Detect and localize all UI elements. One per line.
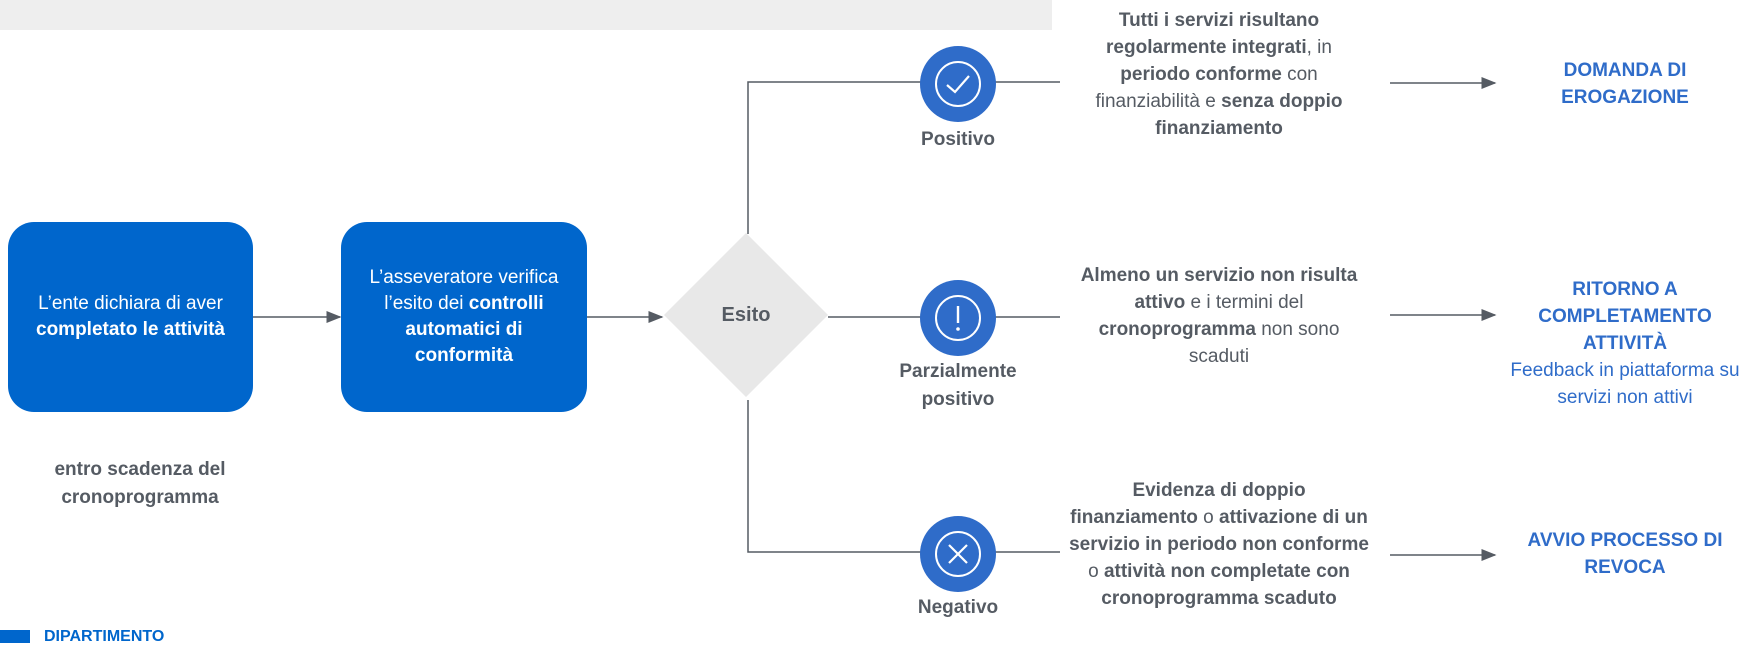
- outcome-partial-condition: Almeno un servizio non risulta attivo e …: [1069, 262, 1369, 370]
- start-step-text: L’ente dichiara di aver: [38, 293, 223, 314]
- condition-segment: o: [1197, 507, 1219, 528]
- condition-segment: attività non completate con cronoprogram…: [1101, 561, 1350, 609]
- condition-segment: Evidenza di doppio finanziamento: [1070, 480, 1306, 528]
- outcome-negative-label: Negativo: [917, 597, 999, 618]
- condition-segment: Almeno un servizio non risulta attivo: [1080, 265, 1358, 313]
- result-note: Feedback in piattaforma su servizi non a…: [1510, 360, 1740, 408]
- condition-segment: con finanziabilità e: [1095, 64, 1318, 112]
- outcome-partial-label: Parzialmente positivo: [899, 361, 1017, 410]
- result-title: AVVIO PROCESSO DI REVOCA: [1527, 530, 1723, 578]
- condition-segment: cronoprogramma: [1098, 319, 1256, 340]
- result-title: RITORNO A COMPLETAMENTO ATTIVITÀ: [1538, 279, 1712, 354]
- condition-segment: e i termini del: [1185, 292, 1304, 313]
- result-title: DOMANDA DI EROGAZIONE: [1561, 60, 1689, 108]
- check-step-box: L’asseveratore verifica l’esito dei cont…: [341, 222, 587, 412]
- outcome-negative-result: AVVIO PROCESSO DI REVOCA: [1500, 527, 1750, 581]
- outcome-negative-condition: Evidenza di doppio finanziamento o attiv…: [1069, 477, 1369, 612]
- outcome-positive-label: Positivo: [921, 129, 995, 150]
- condition-segment: Tutti i servizi risultano regolarmente i…: [1106, 10, 1320, 58]
- condition-segment: senza doppio finanziamento: [1155, 91, 1343, 139]
- x-circle-icon: [920, 516, 996, 592]
- footer-label: DIPARTIMENTO: [44, 628, 165, 645]
- footer-logo-mark: [0, 630, 30, 643]
- check-step-text: L’asseveratore verifica l’esito dei: [369, 267, 559, 314]
- condition-segment: attivazione di un servizio in periodo no…: [1069, 507, 1369, 555]
- condition-segment: , in: [1306, 37, 1332, 58]
- condition-segment: periodo conforme: [1120, 64, 1282, 85]
- start-step-bold: completato le attività: [36, 319, 225, 340]
- check-icon: [920, 46, 996, 122]
- outcome-positive-result: DOMANDA DI EROGAZIONE: [1500, 57, 1750, 111]
- exclamation-icon: [920, 280, 996, 356]
- condition-segment: o: [1088, 561, 1104, 582]
- start-step-box: L’ente dichiara di aver completato le at…: [8, 222, 253, 412]
- outcome-positive-condition: Tutti i servizi risultano regolarmente i…: [1069, 7, 1369, 142]
- check-step-bold: controlli automatici di conformità: [405, 293, 544, 366]
- condition-segment: non sono scaduti: [1188, 319, 1340, 367]
- deadline-note: entro scadenza del cronoprogramma: [54, 459, 226, 508]
- branch-negative: [747, 400, 922, 553]
- top-banner: [0, 0, 1052, 30]
- branch-positive: [747, 81, 922, 234]
- outcome-partial-result: RITORNO A COMPLETAMENTO ATTIVITÀ Feedbac…: [1500, 276, 1750, 411]
- decision-diamond: Esito: [663, 232, 829, 398]
- decision-label: Esito: [721, 303, 771, 326]
